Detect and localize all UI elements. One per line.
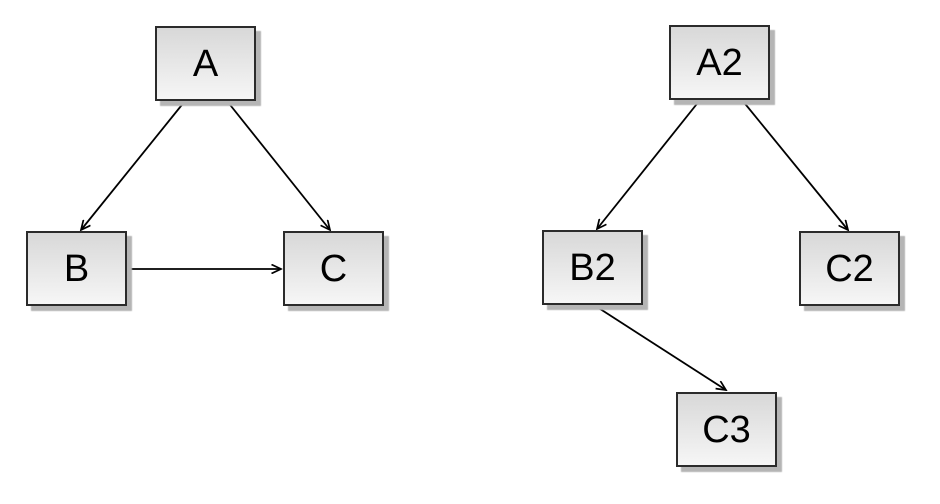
node-a-label: A <box>192 42 219 85</box>
node-c2-label: C2 <box>825 247 874 290</box>
edge-a2-to-b2 <box>597 99 701 229</box>
edge-a2-to-c2 <box>741 99 848 230</box>
node-a: A <box>155 26 256 101</box>
node-b2: B2 <box>542 230 643 305</box>
edge-a-to-b <box>81 100 186 230</box>
node-c-label: C <box>319 247 348 290</box>
node-a2: A2 <box>669 25 770 100</box>
node-c3: C3 <box>676 392 777 467</box>
node-c3-label: C3 <box>702 408 751 451</box>
node-b-label: B <box>63 247 90 290</box>
node-c: C <box>283 231 384 306</box>
node-b2-label: B2 <box>569 246 616 289</box>
edge-a-to-c <box>226 100 330 230</box>
node-a2-label: A2 <box>696 41 743 84</box>
edge-b2-to-c3 <box>593 304 726 390</box>
node-c2: C2 <box>799 231 900 306</box>
node-b: B <box>26 231 127 306</box>
